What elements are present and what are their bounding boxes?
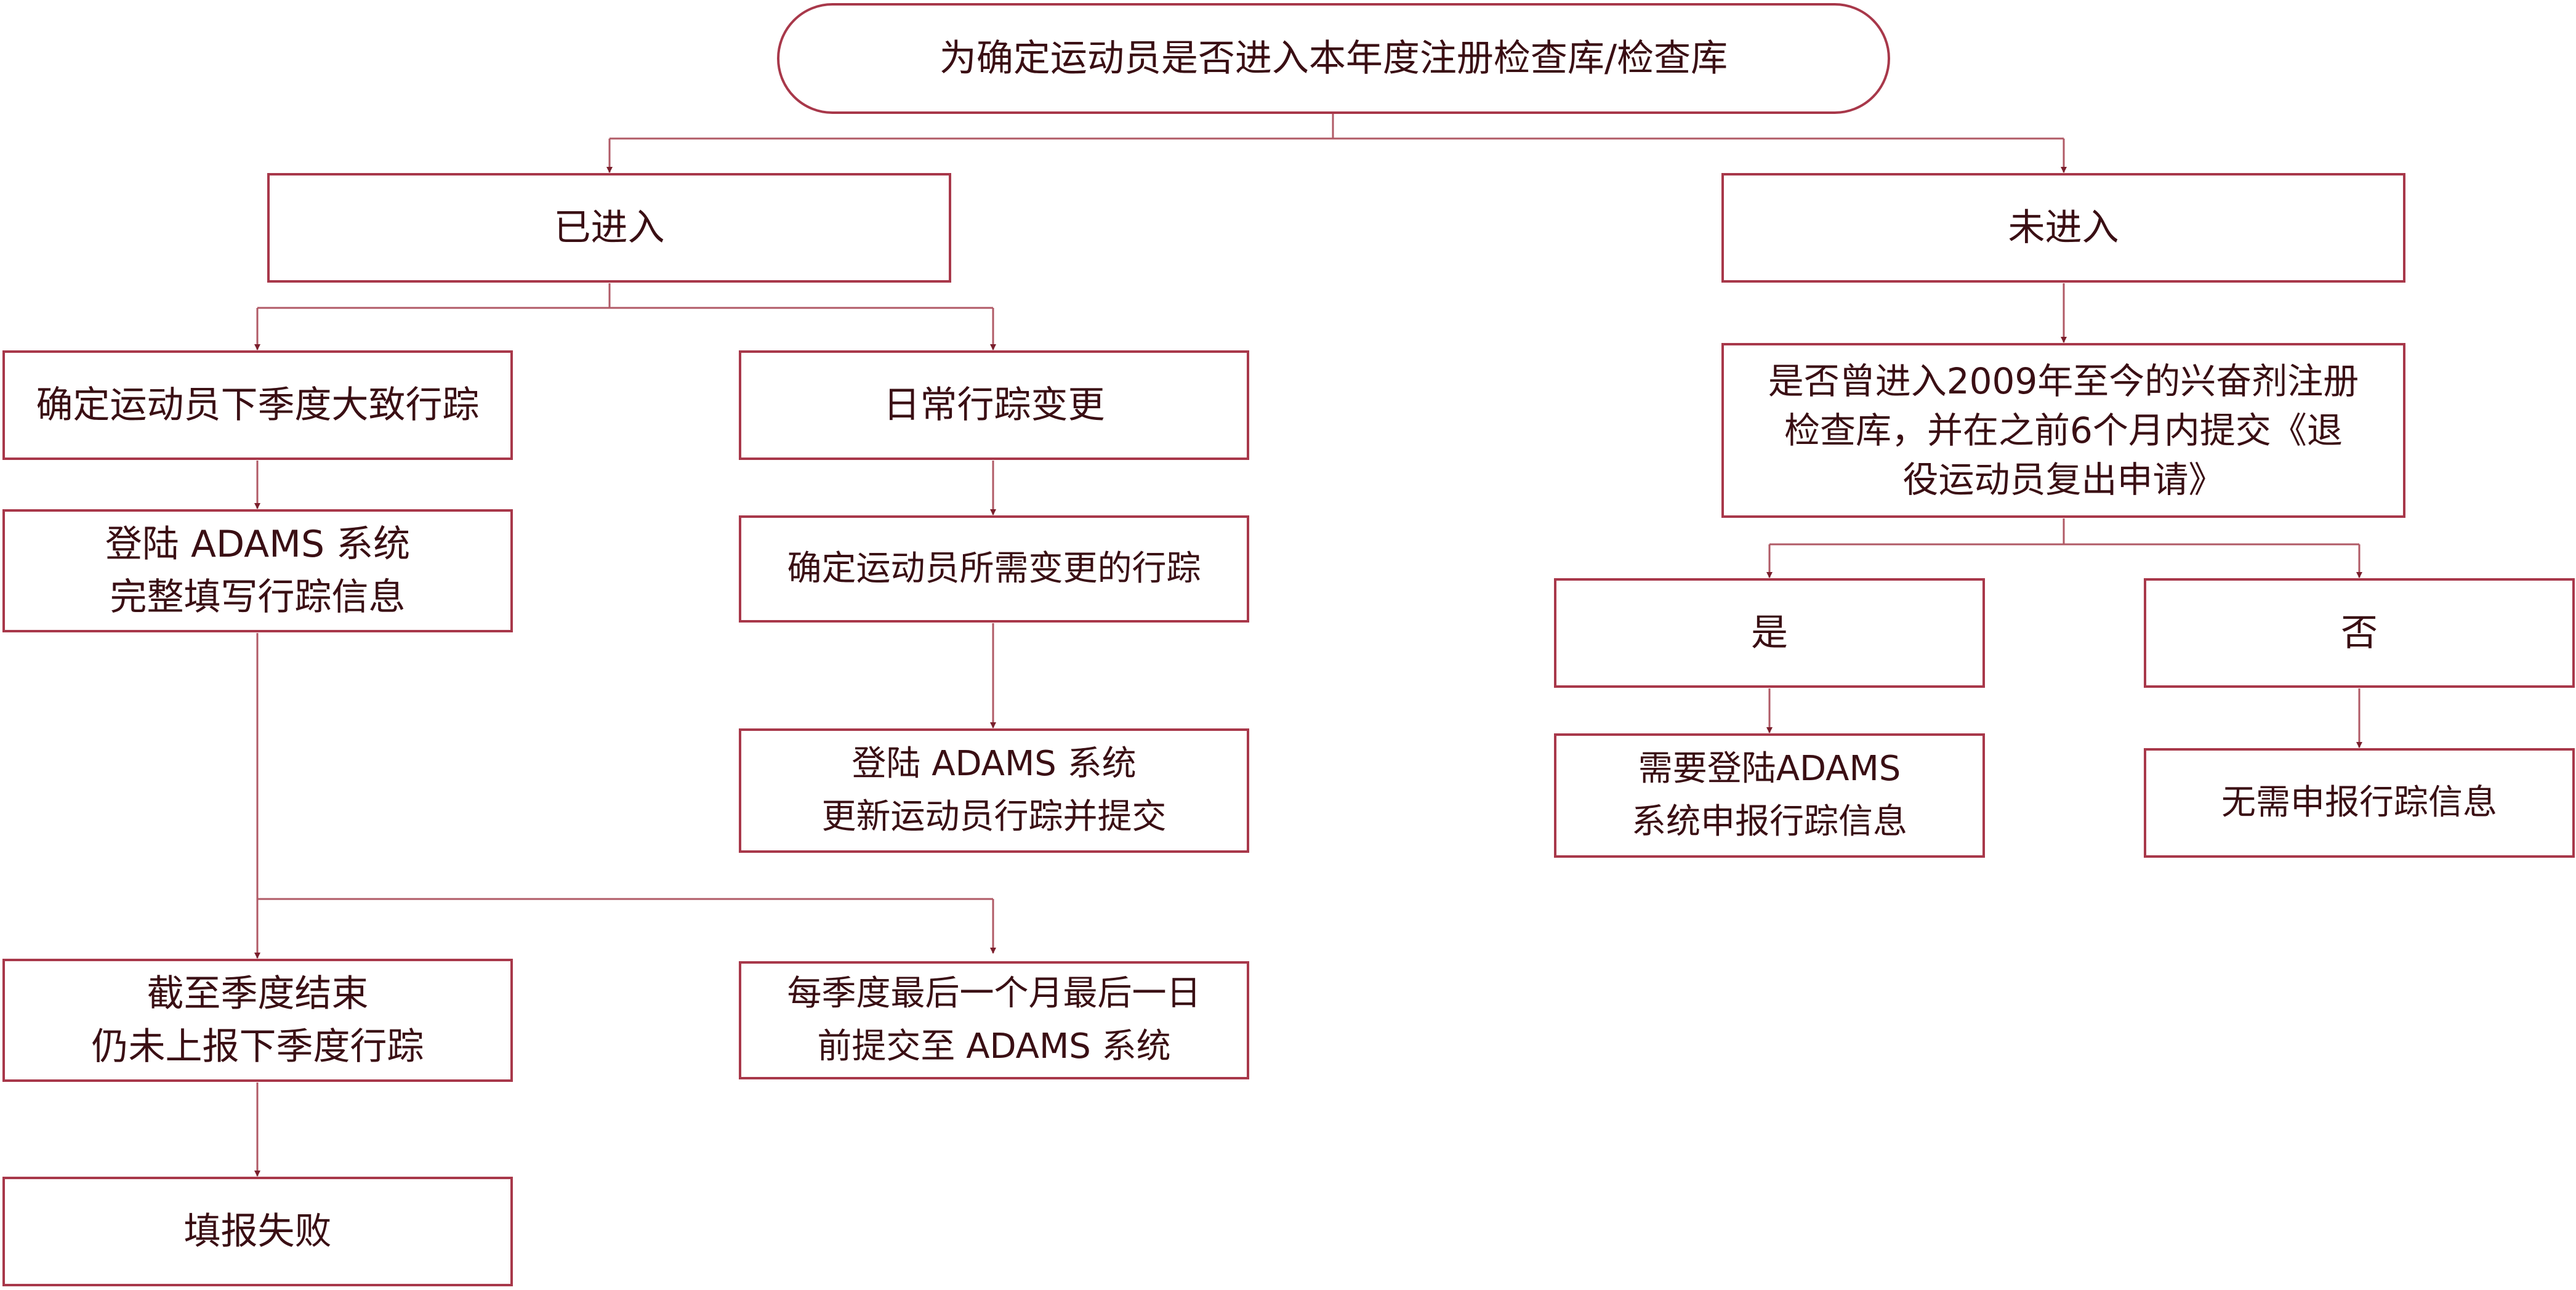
question-line-2: 检查库，并在之前6个月内提交《退	[1784, 409, 2343, 451]
login-fill-line-2: 完整填写行踪信息	[110, 576, 406, 619]
ever-entered-question-node: 是否曾进入2009年至今的兴奋剂注册 检查库，并在之前6个月内提交《退 役运动员…	[1721, 343, 2405, 518]
deadline-missed-line-2: 仍未上报下季度行踪	[91, 1025, 424, 1068]
no-need-text: 无需申报行踪信息	[2221, 783, 2497, 823]
quarter-itinerary-node: 确定运动员下季度大致行踪	[2, 350, 513, 460]
root-node: 为确定运动员是否进入本年度注册检查库/检查库	[777, 3, 1890, 114]
not-entered-text: 未进入	[2008, 206, 2119, 249]
confirm-change-node: 确定运动员所需变更的行踪	[739, 515, 1249, 623]
no-text: 否	[2341, 611, 2378, 655]
daily-change-node: 日常行踪变更	[739, 350, 1249, 460]
confirm-change-text: 确定运动员所需变更的行踪	[787, 549, 1201, 589]
login-fill-line-1: 登陆 ADAMS 系统	[105, 523, 411, 566]
filing-failed-text: 填报失败	[183, 1210, 332, 1253]
no-need-node: 无需申报行踪信息	[2144, 748, 2575, 858]
login-update-node: 登陆 ADAMS 系统 更新运动员行踪并提交	[739, 728, 1249, 853]
login-fill-node: 登陆 ADAMS 系统 完整填写行踪信息	[2, 509, 513, 632]
filing-failed-node: 填报失败	[2, 1177, 513, 1286]
question-line-3: 役运动员复出申请》	[1902, 459, 2224, 501]
login-update-line-2: 更新运动员行踪并提交	[821, 797, 1167, 837]
not-entered-node: 未进入	[1721, 173, 2405, 283]
daily-change-text: 日常行踪变更	[883, 384, 1105, 427]
submit-deadline-line-1: 每季度最后一个月最后一日	[787, 974, 1201, 1014]
need-login-node: 需要登陆ADAMS 系统申报行踪信息	[1554, 733, 1985, 858]
no-node: 否	[2144, 578, 2575, 688]
submit-deadline-line-2: 前提交至 ADAMS 系统	[817, 1026, 1171, 1066]
need-login-line-2: 系统申报行踪信息	[1632, 802, 1907, 842]
submit-deadline-node: 每季度最后一个月最后一日 前提交至 ADAMS 系统	[739, 961, 1249, 1079]
deadline-missed-node: 截至季度结束 仍未上报下季度行踪	[2, 959, 513, 1082]
quarter-itinerary-text: 确定运动员下季度大致行踪	[36, 384, 480, 427]
deadline-missed-line-1: 截至季度结束	[147, 972, 369, 1015]
yes-node: 是	[1554, 578, 1985, 688]
root-text: 为确定运动员是否进入本年度注册检查库/检查库	[939, 37, 1728, 80]
need-login-line-1: 需要登陆ADAMS	[1638, 749, 1901, 789]
entered-node: 已进入	[267, 173, 951, 283]
yes-text: 是	[1751, 611, 1788, 655]
question-line-1: 是否曾进入2009年至今的兴奋剂注册	[1768, 360, 2359, 402]
entered-text: 已进入	[553, 206, 665, 249]
login-update-line-1: 登陆 ADAMS 系统	[851, 744, 1137, 784]
